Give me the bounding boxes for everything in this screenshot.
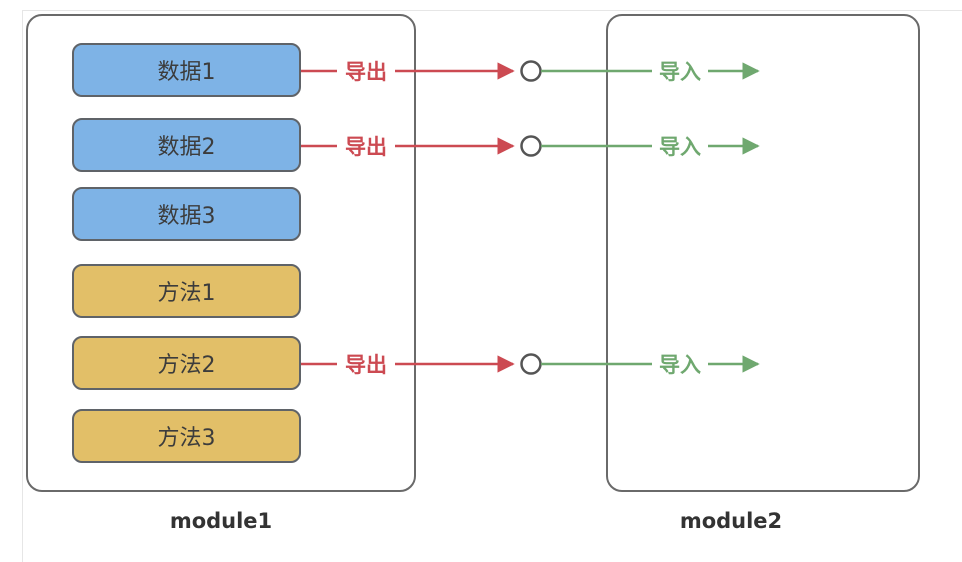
export-label-2: 导出 — [345, 135, 387, 159]
export-link-1: 导出 — [301, 58, 515, 84]
import-link-1: 导入 — [541, 58, 760, 84]
data-item-1: 数据1 — [72, 43, 301, 97]
export-label-1: 导出 — [345, 60, 387, 84]
data-item-3: 数据3 — [72, 187, 301, 241]
export-link-2: 导出 — [301, 133, 515, 159]
import-link-2: 导入 — [541, 133, 760, 159]
interface-node-3 — [520, 353, 542, 375]
module2-container — [606, 14, 920, 492]
module2-label: module2 — [679, 509, 783, 533]
import-label-3: 导入 — [659, 353, 701, 377]
export-link-3: 导出 — [301, 351, 515, 377]
method-item-3: 方法3 — [72, 409, 301, 463]
import-label-2: 导入 — [659, 135, 701, 159]
export-label-3: 导出 — [345, 353, 387, 377]
interface-node-1 — [520, 60, 542, 82]
interface-node-2 — [520, 135, 542, 157]
import-label-1: 导入 — [659, 60, 701, 84]
import-link-3: 导入 — [541, 351, 760, 377]
data-item-2: 数据2 — [72, 118, 301, 172]
canvas-frame — [22, 10, 962, 562]
method-item-1: 方法1 — [72, 264, 301, 318]
method-item-2: 方法2 — [72, 336, 301, 390]
module1-label: module1 — [169, 509, 273, 533]
